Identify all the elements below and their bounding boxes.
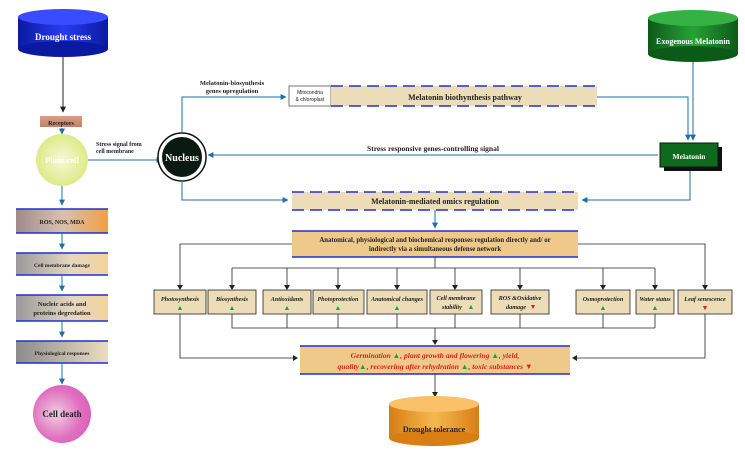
arrow-melatonin-to-omics bbox=[581, 171, 691, 203]
receptors-box bbox=[40, 116, 82, 127]
outcome-toxic: toxic substances bbox=[472, 362, 523, 371]
down-arrow-icon: ▼ bbox=[525, 362, 533, 371]
mitochondria-label-1: Mitocondria bbox=[297, 90, 323, 96]
pathway-label: Melatonin biothynthesis pathway bbox=[408, 93, 522, 102]
response-label: Leaf senescence bbox=[683, 296, 726, 303]
response-label-line2: damage bbox=[506, 304, 526, 311]
response-box-anatomical-changes: Anatomical changes ▲ bbox=[366, 289, 428, 315]
up-arrow-icon: ▲ bbox=[394, 304, 401, 312]
biosynthesis-genes-label-2: genes upregulation bbox=[206, 88, 259, 95]
response-label: Photoprotection bbox=[318, 296, 359, 303]
drought-stress-cylinder: Drought stress bbox=[18, 9, 108, 57]
biosynthesis-genes-label-1: Melatonin-biosynthesis bbox=[200, 80, 265, 87]
arrow-nucleus-to-pathway bbox=[181, 94, 287, 133]
outcome-sep: , bbox=[498, 351, 501, 360]
up-arrow-icon: ▲ bbox=[359, 362, 367, 371]
outcome-line-1: Germination ▲, plant growth and flowerin… bbox=[351, 351, 520, 360]
up-arrow-icon: ▲ bbox=[229, 304, 236, 312]
stress-signal-label-2: cell membrane bbox=[96, 149, 134, 155]
response-label-line1: ROS &Oxidative bbox=[498, 295, 542, 302]
outcome-sep: , bbox=[399, 351, 402, 360]
response-box-leaf-senescence: Leaf senescence ▼ bbox=[677, 289, 733, 315]
nucleic-label-2: proteins degredation bbox=[33, 310, 91, 317]
up-arrow-icon: ▲ bbox=[600, 304, 607, 312]
nucleic-label-1: Nucleic acids and bbox=[38, 301, 87, 308]
cell-death-label: Cell death bbox=[42, 409, 81, 419]
up-arrow-icon: ▲ bbox=[177, 304, 184, 312]
mitochondria-box bbox=[288, 85, 332, 107]
nucleus-circle bbox=[162, 137, 202, 177]
up-arrow-icon: ▲ bbox=[652, 304, 659, 312]
omics-label: Melatonin-mediated omics regulation bbox=[371, 197, 499, 206]
ros-label: ROS, NOS, MDA bbox=[39, 220, 85, 226]
omics-box bbox=[292, 191, 578, 211]
physiological-box bbox=[16, 340, 108, 364]
response-label: Biosynthesis bbox=[215, 296, 249, 303]
nucleus-label: Nucleus bbox=[165, 153, 199, 164]
outcome-germination: Germination bbox=[351, 351, 391, 360]
up-arrow-icon: ▲ bbox=[284, 304, 291, 312]
exogenous-melatonin-cylinder: Exogenous Melatonin bbox=[648, 10, 738, 62]
nucleic-acids-box bbox=[16, 294, 108, 322]
down-arrow-icon: ▼ bbox=[702, 304, 709, 312]
outcome-line-2: quality▲, recovering after rehydration ▲… bbox=[338, 362, 533, 371]
up-arrow-icon: ▲ bbox=[468, 303, 475, 311]
outcome-sep: , bbox=[366, 362, 369, 371]
outcome-plant-growth: plant growth and flowering bbox=[403, 351, 490, 360]
down-arrow-icon: ▼ bbox=[530, 303, 537, 311]
melatonin-box bbox=[659, 142, 719, 168]
up-arrow-icon: ▲ bbox=[393, 351, 401, 360]
receptors-label: Receptors bbox=[48, 121, 74, 127]
response-box-ros-oxidative-damage: ROS &Oxidative damage ▼ bbox=[490, 289, 550, 315]
exogenous-melatonin-label: Exogenous Melatonin bbox=[656, 37, 731, 46]
response-label: Water status bbox=[639, 296, 671, 303]
cell-death-circle bbox=[33, 385, 91, 443]
mitochondria-label-2: & chloroplast bbox=[296, 97, 326, 103]
physiological-label: Physiological responses bbox=[35, 351, 90, 357]
up-arrow-icon: ▲ bbox=[461, 362, 469, 371]
branch-arrowheads bbox=[177, 285, 708, 290]
outcome-sep: , bbox=[467, 362, 470, 371]
response-label: Anatomical changes bbox=[370, 296, 424, 303]
melatonin-label: Melatonin bbox=[673, 152, 707, 161]
response-box-antioxidants: Antioxidants ▲ bbox=[262, 289, 312, 315]
membrane-damage-label: Cell membrane damage bbox=[34, 263, 90, 269]
anatomical-label-2: indirectly via a simultaneous defense ne… bbox=[369, 246, 501, 253]
plant-cell-circle bbox=[36, 134, 88, 186]
controlling-signal-label: Stress responsive genes-controlling sign… bbox=[367, 144, 499, 153]
drought-tolerance-cylinder: Drought tolerance bbox=[389, 396, 479, 446]
response-label: Photosynthesis bbox=[161, 296, 200, 303]
outcome-yield: yield, bbox=[502, 351, 520, 360]
response-box-photosynthesis: Photosynthesis ▲ bbox=[153, 289, 207, 315]
anatomical-label-1: Anatomical, physiological and biochemica… bbox=[319, 237, 550, 244]
response-box-photoprotection: Photoprotection ▲ bbox=[312, 289, 365, 315]
drought-tolerance-label: Drought tolerance bbox=[403, 425, 466, 434]
stress-signal-label-1: Stress signal from bbox=[96, 142, 142, 148]
outcome-quality: quality bbox=[338, 362, 360, 371]
branch-connectors bbox=[179, 243, 706, 288]
response-label: Antioxidants bbox=[270, 296, 304, 303]
response-label: Osmoprotection bbox=[583, 296, 624, 303]
arrowhead-to-tolerance bbox=[432, 392, 438, 397]
response-box-osmoprotection: Osmoprotection ▲ bbox=[575, 289, 631, 315]
up-arrow-icon: ▲ bbox=[491, 351, 499, 360]
response-box-water-status: Water status ▲ bbox=[635, 289, 675, 315]
anatomical-box bbox=[292, 230, 578, 258]
convergence-connectors bbox=[179, 314, 706, 359]
response-label-line1: Cell membrane bbox=[436, 295, 475, 302]
pathway-box bbox=[331, 85, 597, 107]
response-box-biosynthesis: Biosynthesis ▲ bbox=[207, 289, 257, 315]
arrow-pathway-to-melatonin bbox=[597, 96, 691, 141]
drought-stress-label: Drought stress bbox=[35, 32, 91, 42]
response-label-line2: stability bbox=[441, 304, 462, 311]
response-box-cell-membrane-stability: Cell membrane stability ▲ bbox=[429, 289, 483, 315]
outcome-recovering: recovering after rehydration bbox=[370, 362, 459, 371]
convergence-arrowheads bbox=[293, 340, 577, 361]
plant-cell-label: Plant cell bbox=[45, 155, 79, 165]
up-arrow-icon: ▲ bbox=[335, 304, 342, 312]
arrow-nucleus-to-omics bbox=[181, 181, 289, 203]
